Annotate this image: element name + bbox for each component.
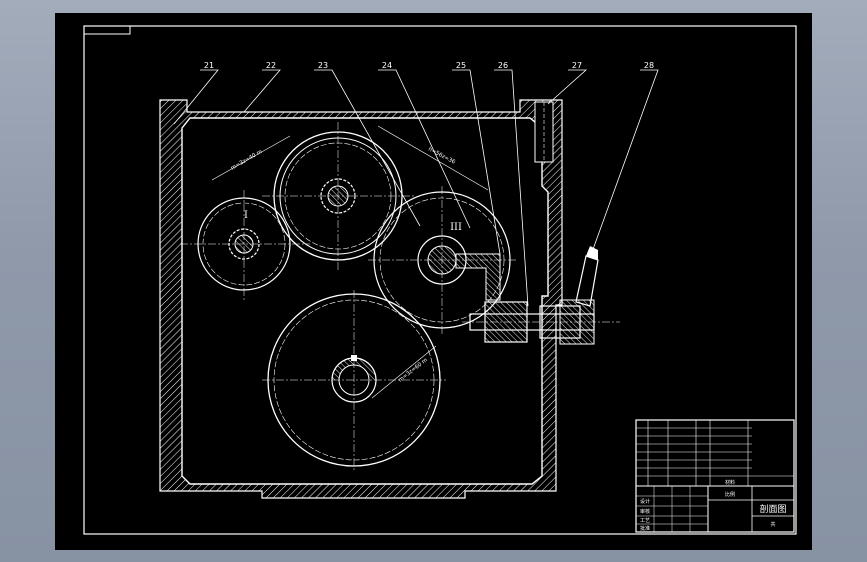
- callout-23: 23: [318, 61, 328, 70]
- material-cell: 材料: [725, 479, 735, 486]
- approval-cell-3: 工艺: [640, 518, 650, 524]
- callout-25: 25: [456, 61, 466, 70]
- callout-numbers: 21 22 23 24 25 26 27 28: [204, 61, 654, 70]
- callout-26: 26: [498, 61, 508, 70]
- callout-28: 28: [644, 61, 654, 70]
- callout-leaders: [173, 69, 659, 307]
- callout-22: 22: [266, 61, 276, 70]
- scale-label: 比例: [725, 491, 735, 498]
- approval-cell-2: 审核: [640, 508, 650, 515]
- approval-cell-1: 设计: [640, 498, 650, 505]
- dimension-lines: [211, 125, 489, 399]
- inner-border: [83, 25, 797, 535]
- gearbox-housing: [159, 99, 563, 499]
- corner-tab: [84, 26, 131, 35]
- gear-shaft-1: [180, 190, 310, 300]
- callout-21: 21: [204, 61, 214, 70]
- approval-cell-4: 批准: [640, 525, 650, 532]
- gear-shaft-3: [368, 186, 516, 334]
- gear-upper: [262, 122, 414, 270]
- shift-handle-assembly: [462, 246, 620, 345]
- callout-27: 27: [572, 61, 582, 70]
- shaft-mark-1: I: [244, 210, 248, 221]
- callout-24: 24: [382, 61, 392, 70]
- gear-bottom: [262, 290, 446, 470]
- drawing-title: 剖面图: [759, 503, 786, 515]
- title-block: [635, 419, 795, 533]
- shaft-mark-3: III: [450, 222, 462, 233]
- sheet-note: 共: [770, 521, 775, 528]
